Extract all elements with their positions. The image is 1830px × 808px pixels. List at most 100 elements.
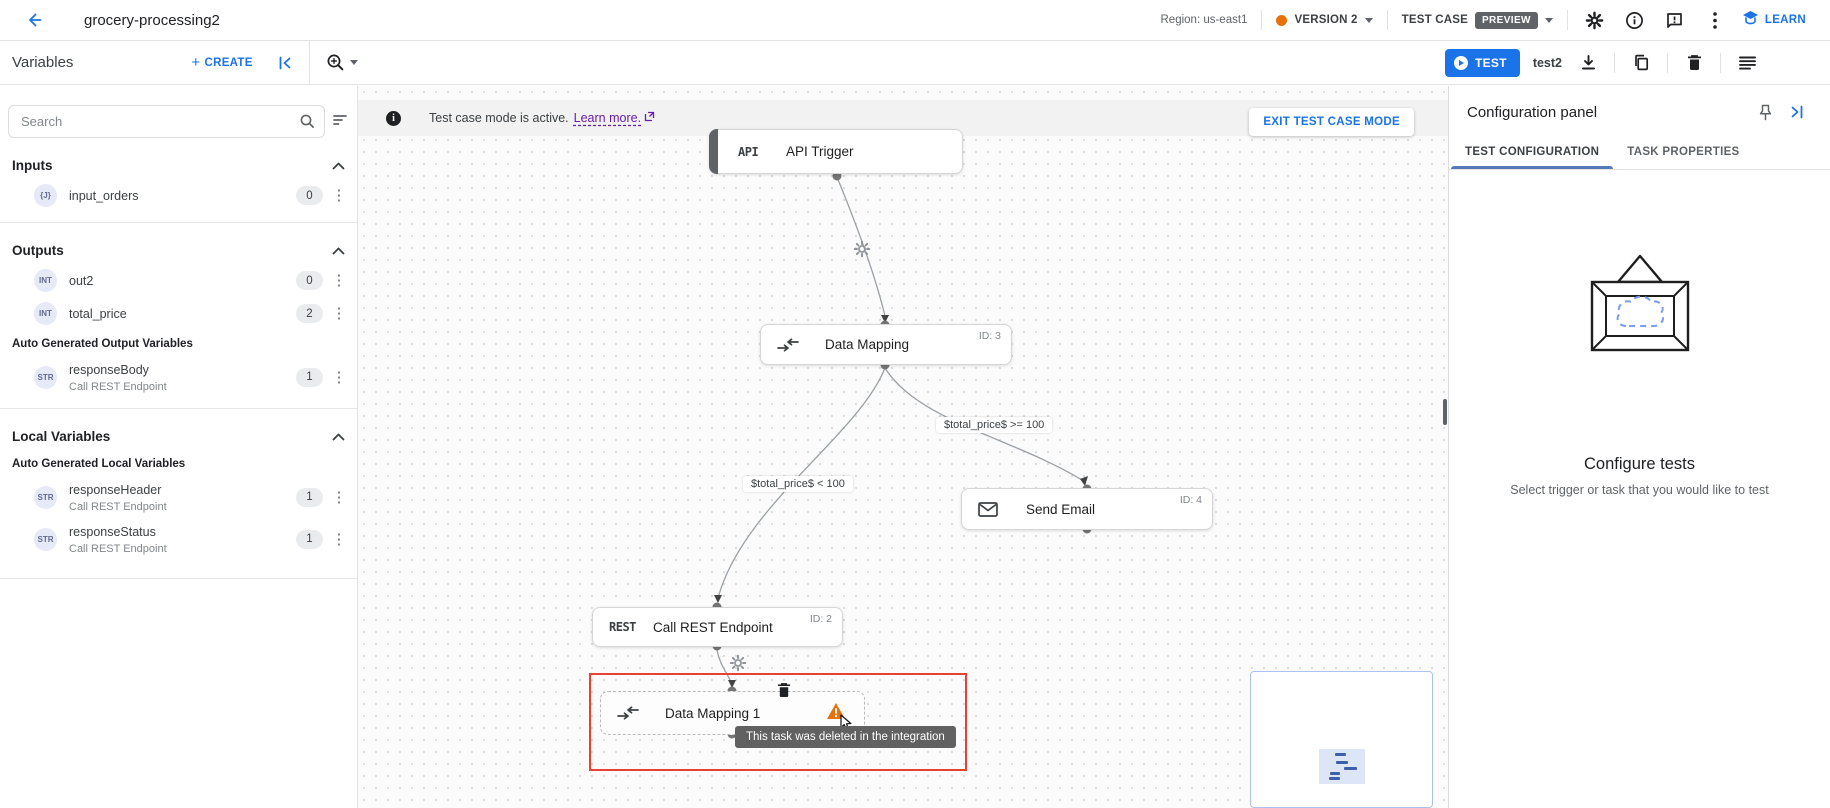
test-button[interactable]: TEST (1444, 48, 1520, 77)
empty-state-title: Configure tests (1584, 455, 1695, 473)
search-icon (299, 113, 315, 134)
search-input[interactable] (8, 105, 325, 138)
json-type-badge: {J} (34, 184, 57, 207)
divider (1261, 10, 1263, 30)
divider (1720, 52, 1721, 73)
info-icon[interactable] (1622, 7, 1648, 33)
variable-row[interactable]: STR responseHeader Call REST Endpoint 1 … (0, 476, 357, 518)
variable-row[interactable]: INT total_price 2 ⋮ (0, 297, 357, 330)
divider (0, 578, 357, 579)
feedback-icon[interactable] (1662, 7, 1688, 33)
region-label: Region: us-east1 (1160, 14, 1248, 26)
row-more-options-icon[interactable]: ⋮ (331, 488, 347, 506)
chevron-down-icon (1364, 17, 1373, 23)
exit-test-case-mode-button[interactable]: EXIT TEST CASE MODE (1249, 108, 1414, 136)
chevron-down-icon (1544, 17, 1553, 23)
chevron-down-icon (349, 60, 358, 65)
learn-more-link[interactable]: Learn more. (573, 111, 642, 125)
pin-icon[interactable] (1752, 99, 1778, 125)
divider (1667, 52, 1668, 73)
divider (308, 40, 310, 85)
usage-count-badge: 0 (296, 186, 323, 205)
delete-node-icon[interactable] (777, 682, 791, 703)
row-more-options-icon[interactable]: ⋮ (331, 530, 347, 548)
learn-icon (1742, 10, 1759, 31)
edge-condition-label: $total_price$ >= 100 (936, 417, 1053, 433)
chevron-up-icon[interactable] (330, 431, 347, 443)
flow-canvas[interactable]: i Test case mode is active. Learn more. … (358, 86, 1448, 808)
canvas-toolbar: Variables + CREATE TEST test2 (0, 40, 1830, 85)
rest-icon: REST (609, 620, 636, 634)
node-data-mapping-1[interactable]: Data Mapping 1 (600, 691, 865, 735)
collapse-right-icon[interactable] (1784, 99, 1810, 125)
usage-count-badge: 1 (296, 367, 323, 387)
usage-count-badge: 1 (296, 529, 323, 549)
tab-task-properties[interactable]: TASK PROPERTIES (1627, 146, 1740, 158)
config-tabs: TEST CONFIGURATION TASK PROPERTIES (1449, 136, 1830, 170)
back-arrow-icon[interactable] (22, 8, 46, 32)
row-more-options-icon[interactable]: ⋮ (331, 272, 347, 289)
auto-generated-local-heading: Auto Generated Local Variables (12, 458, 186, 470)
more-options-icon[interactable] (1702, 7, 1728, 33)
learn-button[interactable]: LEARN (1742, 10, 1806, 31)
node-call-rest-endpoint[interactable]: REST Call REST Endpoint ID: 2 (592, 607, 843, 647)
variables-panel-title: Variables (12, 54, 74, 71)
outputs-section-header: Outputs (0, 233, 357, 264)
settings-gear-icon[interactable] (1582, 7, 1608, 33)
version-status-dot (1276, 14, 1288, 26)
collapse-panel-icon[interactable] (277, 55, 293, 71)
str-type-badge: STR (34, 527, 57, 551)
divider (1614, 52, 1615, 73)
zoom-in-icon (327, 54, 344, 71)
divider (1566, 10, 1568, 30)
config-empty-state: Configure tests Select trigger or task t… (1449, 170, 1830, 497)
row-more-options-icon[interactable]: ⋮ (331, 187, 347, 204)
zoom-control[interactable] (326, 53, 358, 72)
page-title: grocery-processing2 (84, 11, 220, 29)
row-more-options-icon[interactable]: ⋮ (331, 368, 347, 386)
download-icon[interactable] (1575, 50, 1601, 76)
chevron-up-icon[interactable] (330, 160, 347, 172)
plus-icon: + (191, 54, 201, 71)
node-id-label: ID: 3 (978, 330, 1001, 342)
edge-condition-gear-icon[interactable] (729, 654, 747, 677)
variable-row[interactable]: INT out2 0 ⋮ (0, 264, 357, 297)
config-panel-title: Configuration panel (1467, 103, 1598, 121)
test-case-selector[interactable]: TEST CASE PREVIEW (1401, 11, 1553, 29)
variable-row[interactable]: {J} input_orders 0 ⋮ (0, 179, 357, 212)
configuration-panel: Configuration panel TEST CONFIGURATION T… (1448, 86, 1830, 808)
minimap[interactable] (1250, 671, 1433, 808)
variable-row[interactable]: STR responseBody Call REST Endpoint 1 ⋮ (0, 356, 357, 398)
node-send-email[interactable]: Send Email ID: 4 (961, 488, 1213, 530)
str-type-badge: STR (34, 365, 57, 389)
deleted-task-error-outline (589, 673, 967, 771)
chevron-up-icon[interactable] (330, 245, 347, 257)
variable-row[interactable]: STR responseStatus Call REST Endpoint 1 … (0, 518, 357, 560)
variable-source: Call REST Endpoint (69, 381, 167, 393)
create-variable-button[interactable]: + CREATE (191, 54, 253, 71)
play-icon (1453, 55, 1468, 70)
variable-source: Call REST Endpoint (69, 501, 167, 513)
tab-test-configuration[interactable]: TEST CONFIGURATION (1451, 136, 1614, 169)
trigger-accent-bar (709, 129, 718, 174)
log-list-icon[interactable] (1734, 50, 1760, 76)
panel-resize-handle[interactable] (1443, 399, 1447, 425)
edge-condition-gear-icon[interactable] (853, 240, 871, 263)
row-more-options-icon[interactable]: ⋮ (331, 305, 347, 322)
preview-badge: PREVIEW (1474, 11, 1538, 29)
edge-condition-label: $total_price$ < 100 (743, 476, 853, 492)
divider (0, 222, 357, 223)
version-selector[interactable]: VERSION 2 (1276, 14, 1373, 26)
data-mapping-icon (617, 706, 651, 720)
sort-icon[interactable] (333, 113, 349, 131)
node-api-trigger[interactable]: API API Trigger (709, 129, 963, 174)
test-case-label: TEST CASE (1401, 14, 1468, 26)
divider (0, 408, 357, 409)
node-data-mapping[interactable]: Data Mapping ID: 3 (760, 324, 1012, 365)
copy-icon[interactable] (1628, 50, 1654, 76)
delete-icon[interactable] (1681, 50, 1707, 76)
auto-generated-output-heading: Auto Generated Output Variables (12, 338, 193, 350)
variables-sidebar: Inputs {J} input_orders 0 ⋮ Outputs I (0, 86, 358, 808)
node-id-label: ID: 4 (1179, 494, 1202, 506)
